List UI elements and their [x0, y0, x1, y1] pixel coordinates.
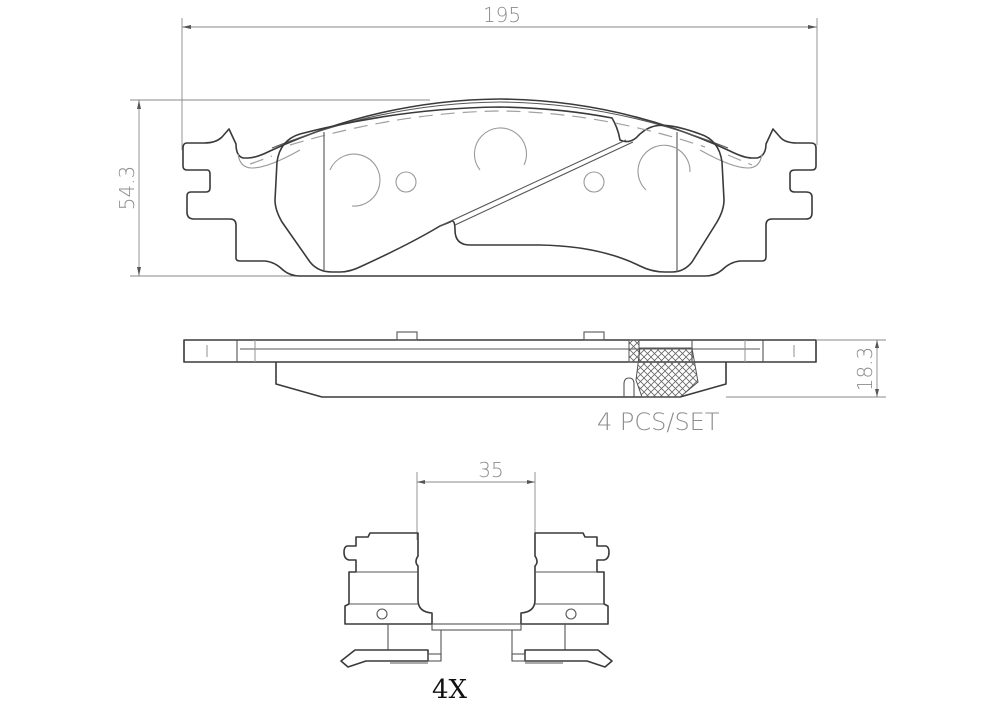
clip-view [340, 532, 613, 668]
clip-quantity-note: 4X [432, 675, 468, 705]
pad-side-view [183, 331, 817, 398]
height-dimension-label: 54.3 [115, 166, 139, 211]
clip-dimension: 35 [416, 458, 536, 540]
width-dimension: 195 [181, 3, 818, 150]
pad-front-view [182, 98, 817, 277]
clip-dimension-label: 35 [478, 458, 503, 482]
thickness-dimension: 18.3 [726, 339, 886, 398]
width-dimension-label: 195 [483, 3, 521, 27]
height-dimension: 54.3 [115, 99, 430, 277]
pcs-per-set-note: 4 PCS/SET [597, 408, 720, 436]
thickness-dimension-label: 18.3 [853, 347, 877, 392]
